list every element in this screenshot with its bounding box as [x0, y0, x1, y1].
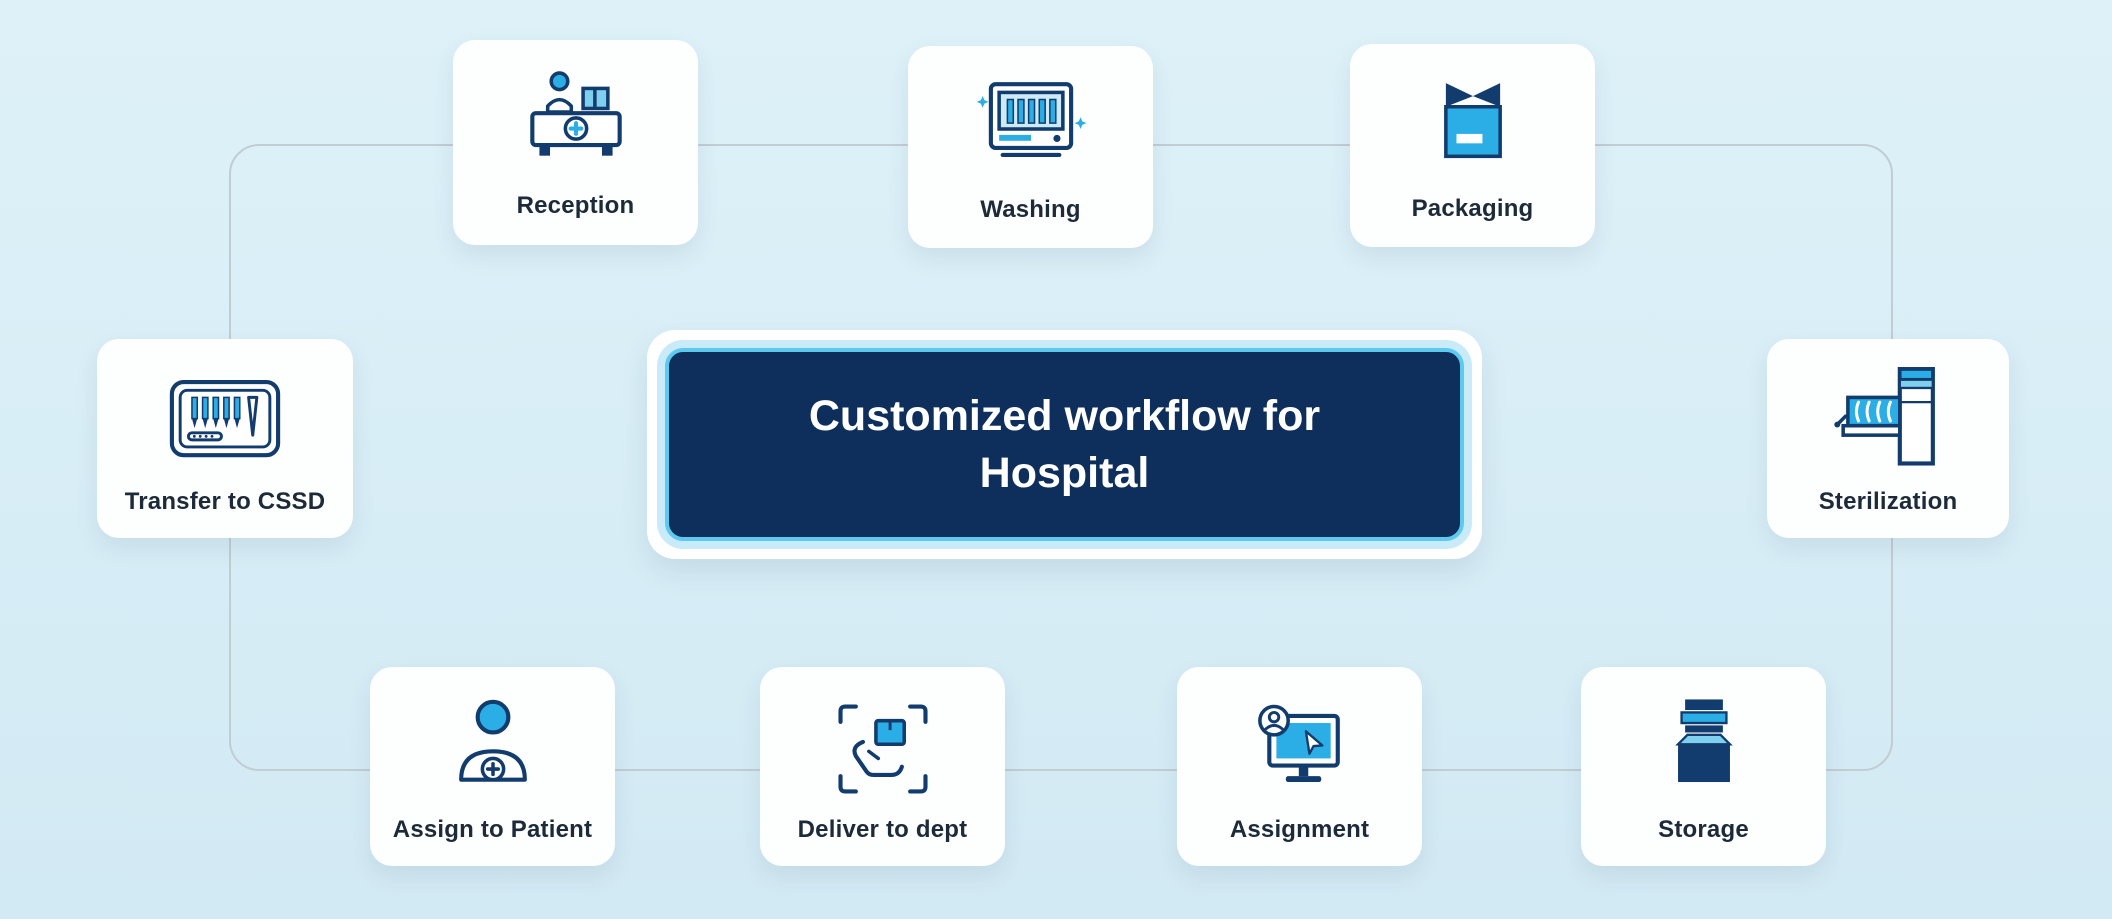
page-title: Customized workflow for Hospital: [665, 348, 1464, 541]
packaging-box-icon: [1414, 69, 1532, 187]
node-storage: Storage: [1581, 667, 1826, 866]
node-label-transfer-to-cssd: Transfer to CSSD: [124, 487, 326, 515]
storage-box-icon: [1645, 690, 1763, 808]
node-reception: Reception: [453, 40, 698, 245]
node-packaging: Packaging: [1350, 44, 1595, 247]
node-label-sterilization: Sterilization: [1818, 487, 1958, 515]
node-label-assign-to-patient: Assign to Patient: [392, 815, 593, 843]
washer-machine-icon: [972, 70, 1090, 188]
node-assignment: Assignment: [1177, 667, 1422, 866]
node-washing: Washing: [908, 46, 1153, 248]
hand-delivery-scan-icon: [824, 690, 942, 808]
node-label-washing: Washing: [980, 196, 1081, 223]
node-transfer-to-cssd: Transfer to CSSD: [97, 339, 353, 538]
node-sterilization: Sterilization: [1767, 339, 2009, 538]
node-deliver-to-dept: Deliver to dept: [760, 667, 1005, 866]
node-assign-to-patient: Assign to Patient: [370, 667, 615, 866]
center-banner-card: Customized workflow for Hospital: [647, 330, 1482, 559]
node-label-assignment: Assignment: [1229, 815, 1370, 843]
node-label-packaging: Packaging: [1411, 194, 1534, 222]
sterilizer-machine-icon: [1829, 362, 1947, 480]
instrument-tray-icon: [166, 362, 284, 480]
reception-desk-icon: [517, 66, 635, 184]
node-label-reception: Reception: [516, 191, 635, 219]
patient-person-icon: [434, 690, 552, 808]
page-title-line1: Customized workflow for: [808, 391, 1321, 440]
node-label-storage: Storage: [1658, 815, 1749, 843]
computer-assignment-icon: [1241, 690, 1359, 808]
node-label-deliver-to-dept: Deliver to dept: [797, 815, 968, 843]
page-title-line2: Hospital: [979, 448, 1150, 497]
